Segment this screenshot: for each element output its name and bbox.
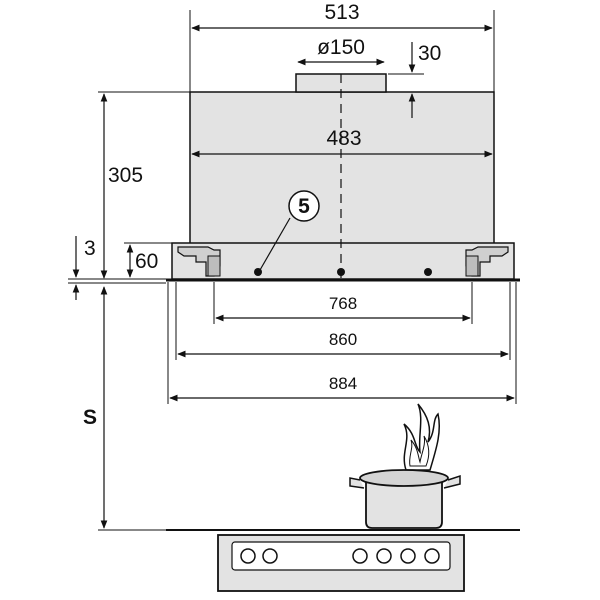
dim-768-label: 768 [329,294,357,313]
control-knobs [240,548,440,564]
fixing-hole-right [424,268,432,276]
dim-513: 513 [189,1,495,92]
callout-5-label: 5 [298,195,310,218]
mounting-bracket-left [177,246,221,277]
knob-icon [376,548,392,564]
flame-icon [403,403,441,471]
cooking-pot [349,469,461,529]
knob-icon [240,548,256,564]
dim-s-label: S [83,406,97,429]
dim-860-label: 860 [329,330,357,349]
dim-60-label: 60 [135,250,158,273]
dim-860: 860 [175,282,511,360]
knob-icon [400,548,416,564]
dim-483: 483 [191,127,493,158]
dim-483-label: 483 [326,127,361,150]
dim-305-label: 305 [108,164,143,187]
dim-3: 3 [68,236,172,300]
knob-icon [424,548,440,564]
callout-5: 5 [259,190,320,271]
dim-768: 768 [213,282,473,324]
oven-panel [217,534,465,592]
dim-150-label: ø150 [317,36,365,59]
knob-icon [262,548,278,564]
dim-30: 30 [388,42,441,118]
fixing-holes [254,268,432,276]
dim-60: 60 [124,242,172,278]
fixing-hole-center [337,268,345,276]
dim-884-label: 884 [329,374,357,393]
hood-upper-box [189,91,495,245]
dim-884: 884 [167,282,517,404]
mounting-bracket-right [465,246,509,277]
dim-150: ø150 [297,36,385,66]
dim-513-label: 513 [324,1,359,24]
dim-s: S [83,286,170,531]
dim-3-label: 3 [84,237,96,260]
dim-30-label: 30 [418,42,441,65]
dim-305: 305 [98,91,190,279]
knob-icon [352,548,368,564]
